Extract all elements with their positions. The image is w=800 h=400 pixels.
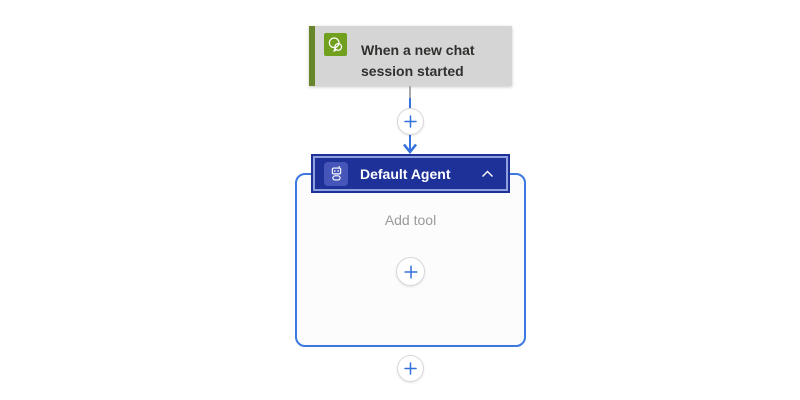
trigger-card[interactable]: When a new chat session started — [309, 26, 512, 86]
chat-bubbles-icon — [324, 33, 347, 56]
arrow-down-icon — [402, 143, 418, 155]
chevron-up-icon — [481, 170, 494, 178]
add-tool-button[interactable] — [396, 257, 425, 286]
collapse-button[interactable] — [478, 165, 496, 183]
connector-stub — [409, 86, 411, 98]
trigger-title: When a new chat session started — [361, 42, 475, 79]
insert-action-button[interactable] — [397, 108, 424, 135]
plus-icon — [404, 115, 417, 128]
bot-icon — [324, 161, 348, 186]
agent-header[interactable]: Default Agent — [311, 154, 510, 193]
agent-title: Default Agent — [360, 165, 451, 182]
trigger-accent-stripe — [309, 26, 315, 86]
plus-icon — [403, 264, 418, 279]
plus-icon — [404, 362, 417, 375]
insert-action-after-button[interactable] — [397, 355, 424, 382]
add-tool-placeholder: Add tool — [384, 212, 437, 228]
